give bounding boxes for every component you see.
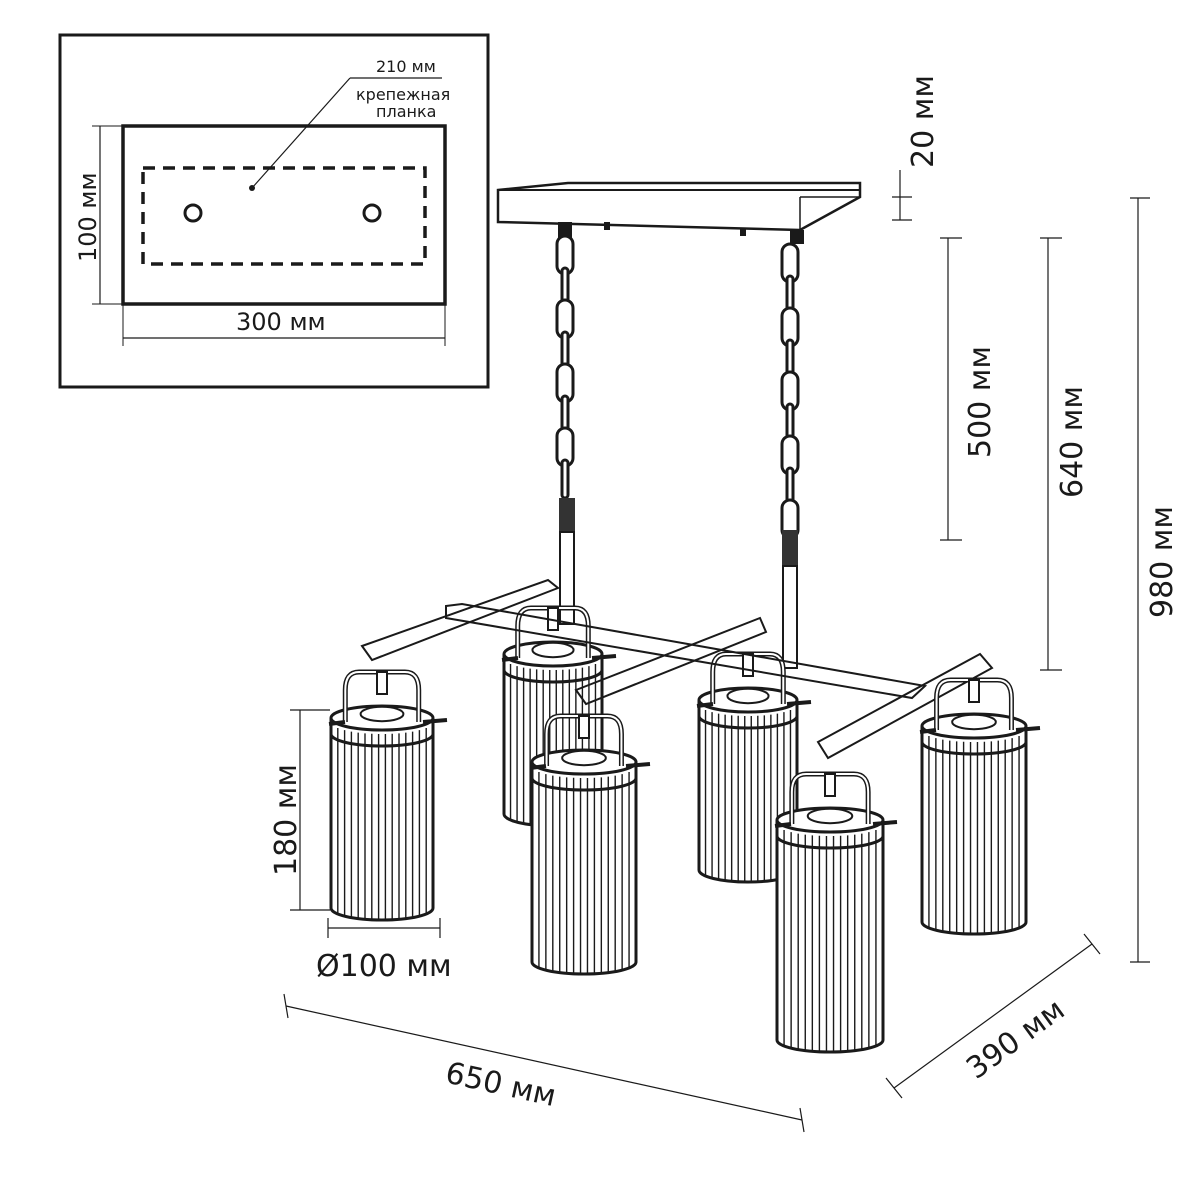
shade-screw-left xyxy=(696,702,714,708)
suspension-chains xyxy=(555,234,800,540)
shade-body xyxy=(775,820,885,1054)
shade-screw-right xyxy=(591,654,617,660)
frame-arm-back-left xyxy=(360,578,560,662)
shade-body xyxy=(530,762,638,976)
lamp-shade-front-right xyxy=(919,677,1041,936)
shade-stem xyxy=(742,653,754,677)
shade-rim-band xyxy=(329,733,435,748)
lamp-socket xyxy=(726,687,770,705)
suspension-rods xyxy=(559,498,798,669)
depth-tick-left xyxy=(885,1077,903,1099)
frame-main-beam xyxy=(445,602,928,700)
depth-label: 390 мм xyxy=(960,992,1071,1086)
frame-arm-front-right xyxy=(816,652,994,760)
lamp-socket xyxy=(359,705,405,723)
lamp-socket xyxy=(561,749,607,767)
shade-diameter-label: Ø100 мм xyxy=(316,949,452,984)
shade-screw-left xyxy=(501,656,519,662)
shade-stem xyxy=(376,671,388,695)
shade-screw-right xyxy=(625,762,651,768)
dimension-annotations: 20 мм 500 мм 640 мм 980 мм 180 мм Ø100 м… xyxy=(269,75,1180,1133)
chain-link xyxy=(560,458,570,500)
plate-label-line2: планка xyxy=(376,102,436,121)
chain-mount-left xyxy=(558,222,572,238)
canopy-screw-1 xyxy=(604,222,610,230)
shade-stem xyxy=(578,715,590,739)
lamp-shade-front-center xyxy=(529,713,651,976)
shade-stem xyxy=(968,679,980,703)
depth-tick-right xyxy=(1083,933,1101,955)
inset-width-label: 300 мм xyxy=(236,308,326,336)
lamp-shade-front-left xyxy=(328,669,448,922)
shade-screw-right xyxy=(786,700,812,706)
shade-rim-band xyxy=(502,669,604,684)
inset-height-label: 100 мм xyxy=(74,172,102,262)
chain-left xyxy=(555,234,575,500)
drop-label: 640 мм xyxy=(1055,386,1090,498)
shade-screw-right xyxy=(422,718,448,724)
ceiling-canopy-outline xyxy=(121,124,447,306)
chain-length-label: 500 мм xyxy=(963,346,998,458)
chain-mount-right xyxy=(790,230,804,244)
length-tick-right xyxy=(799,1107,805,1133)
rod-connector-left xyxy=(559,498,575,532)
shade-rim-band xyxy=(775,835,885,850)
shade-height-label: 180 мм xyxy=(269,764,304,876)
lamp-shade-front-center-right xyxy=(774,771,898,1054)
rod-right xyxy=(782,565,798,669)
plate-label-line1: крепежная xyxy=(356,85,450,104)
frame-arm-middle xyxy=(574,616,768,706)
shade-body xyxy=(920,726,1028,936)
shade-rim-band xyxy=(920,741,1028,756)
length-tick-left xyxy=(283,993,289,1019)
inset-frame xyxy=(58,33,490,389)
canopy-height-label: 20 мм xyxy=(906,75,941,168)
mounting-bar-dashed xyxy=(141,166,427,266)
canopy-screw-2 xyxy=(740,228,746,236)
shade-screw-left xyxy=(919,728,937,734)
plate-label-top: 210 мм xyxy=(376,57,436,76)
shade-screw-right xyxy=(1015,726,1041,732)
shade-rim-band xyxy=(530,777,638,792)
rod-connector-right xyxy=(782,530,798,566)
lamp-socket xyxy=(806,807,854,825)
rod-left xyxy=(559,531,575,625)
depth-dim-line xyxy=(893,943,1093,1089)
shade-body xyxy=(329,718,435,922)
shade-screw-left xyxy=(529,764,547,770)
total-height-label: 980 мм xyxy=(1145,506,1180,618)
ceiling-canopy xyxy=(496,181,862,244)
shade-rim-band xyxy=(697,715,799,730)
shade-screw-left xyxy=(328,720,346,726)
shade-screw-right xyxy=(872,820,898,826)
mounting-plate-inset: 210 мм крепежная планка 100 мм 300 мм xyxy=(58,33,490,389)
lamp-frame xyxy=(360,578,994,760)
length-dim-line xyxy=(285,1005,803,1121)
length-label: 650 мм xyxy=(442,1056,559,1114)
lamp-shades-front-row xyxy=(328,669,1041,1054)
shade-stem xyxy=(824,773,836,797)
mounting-hole-left xyxy=(183,203,203,223)
lamp-socket xyxy=(531,641,575,659)
mounting-hole-right xyxy=(362,203,382,223)
shade-screw-left xyxy=(774,822,792,828)
chain-right xyxy=(780,242,800,540)
leader-line xyxy=(251,77,351,189)
lamp-socket xyxy=(951,713,997,731)
